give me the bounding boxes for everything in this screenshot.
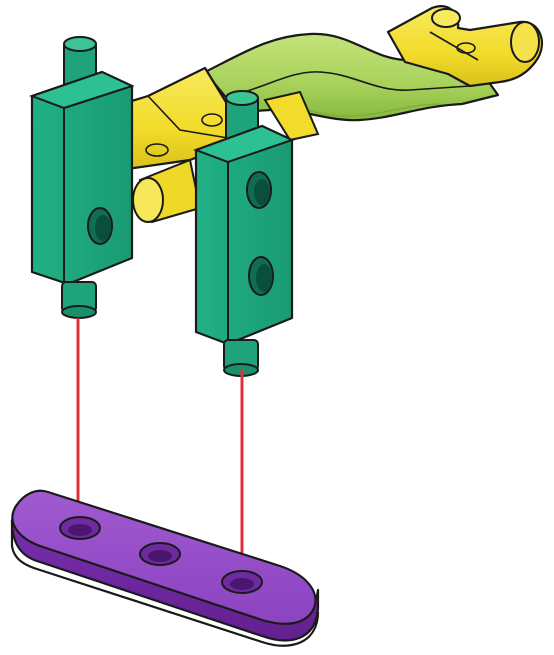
base-plate-right-hole <box>222 571 262 593</box>
base-plate <box>12 491 318 646</box>
base-plate-left-hole <box>60 517 100 539</box>
base-plate-middle-hole <box>140 543 180 565</box>
connector-left <box>32 37 132 318</box>
